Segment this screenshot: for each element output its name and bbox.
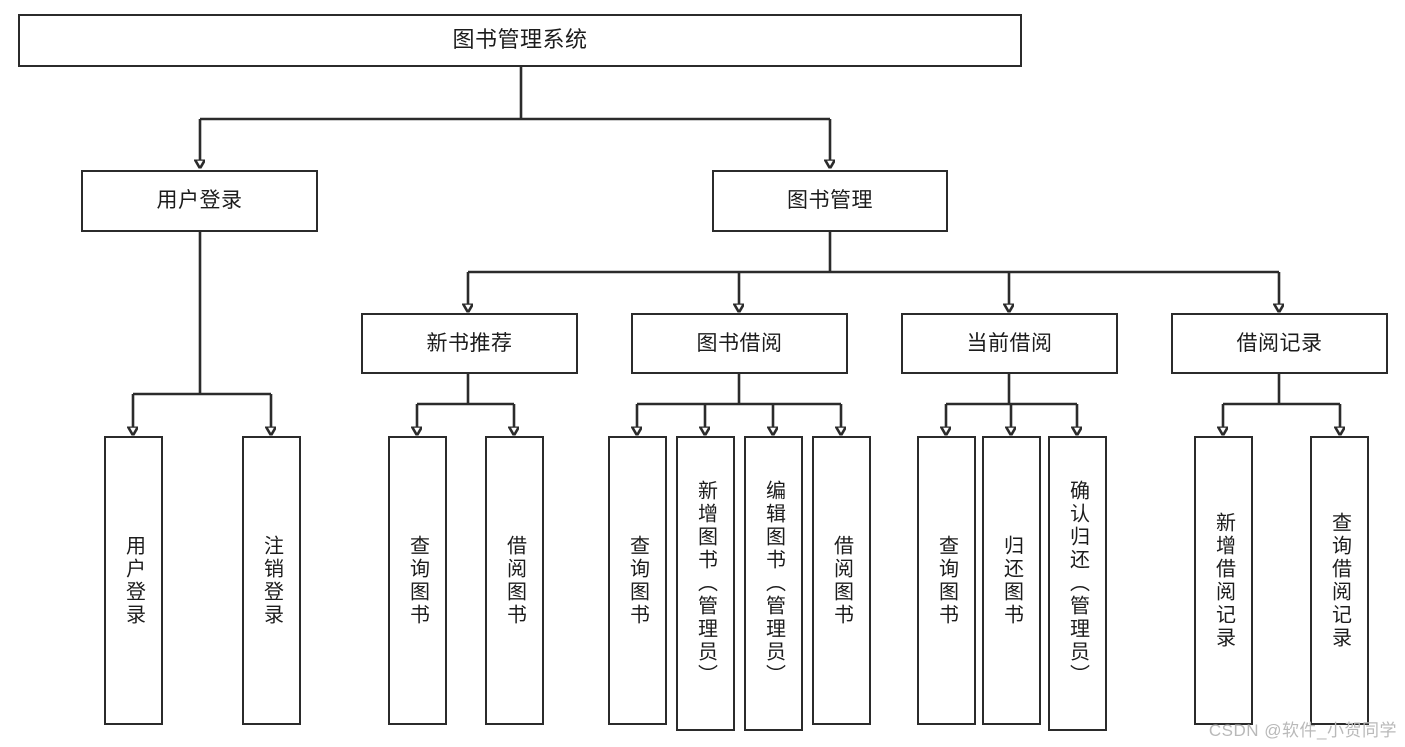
csdn-watermark: CSDN @软件_小贺同学 <box>1208 721 1397 740</box>
leaf-query-book-1[interactable]: 查询图书 <box>388 436 447 725</box>
leaf-query-record[interactable]: 查询借阅记录 <box>1310 436 1369 725</box>
leaf-edit-book[interactable]: 编辑图书（管理员） <box>744 436 803 731</box>
node-label: 查询借阅记录 <box>1328 511 1351 650</box>
node-label: 用户登录 <box>122 534 145 627</box>
leaf-borrow-book-1[interactable]: 借阅图书 <box>485 436 544 725</box>
node-label: 新增图书（管理员） <box>694 480 717 687</box>
leaf-user-login[interactable]: 用户登录 <box>104 436 163 725</box>
node-label: 图书管理 <box>787 189 873 213</box>
node-label: 注销登录 <box>260 534 283 627</box>
node-book-borrow[interactable]: 图书借阅 <box>631 313 848 374</box>
node-label: 查询图书 <box>626 534 649 627</box>
node-root-book-management-system[interactable]: 图书管理系统 <box>18 14 1022 67</box>
node-label: 新书推荐 <box>426 331 513 355</box>
leaf-add-book[interactable]: 新增图书（管理员） <box>676 436 735 731</box>
node-label: 借阅图书 <box>830 534 853 627</box>
node-book-manage[interactable]: 图书管理 <box>712 170 948 232</box>
node-user-login[interactable]: 用户登录 <box>81 170 318 232</box>
node-label: 查询图书 <box>935 534 958 627</box>
leaf-query-book-2[interactable]: 查询图书 <box>608 436 667 725</box>
leaf-add-record[interactable]: 新增借阅记录 <box>1194 436 1253 725</box>
node-label: 当前借阅 <box>966 331 1053 355</box>
node-label: 编辑图书（管理员） <box>762 480 785 687</box>
node-label: 借阅图书 <box>503 534 526 627</box>
node-label: 用户登录 <box>156 189 243 213</box>
leaf-return-book[interactable]: 归还图书 <box>982 436 1041 725</box>
leaf-user-logout[interactable]: 注销登录 <box>242 436 301 725</box>
node-borrow-record[interactable]: 借阅记录 <box>1171 313 1388 374</box>
node-label: 图书借阅 <box>696 331 783 355</box>
node-label: 新增借阅记录 <box>1212 511 1235 650</box>
node-current-borrow[interactable]: 当前借阅 <box>901 313 1118 374</box>
node-new-book-recommend[interactable]: 新书推荐 <box>361 313 578 374</box>
leaf-confirm-return[interactable]: 确认归还（管理员） <box>1048 436 1107 731</box>
node-label: 图书管理系统 <box>452 27 588 53</box>
node-label: 借阅记录 <box>1236 331 1323 355</box>
leaf-query-book-3[interactable]: 查询图书 <box>917 436 976 725</box>
leaf-borrow-book-2[interactable]: 借阅图书 <box>812 436 871 725</box>
node-label: 查询图书 <box>406 534 429 627</box>
node-label: 确认归还（管理员） <box>1066 480 1089 687</box>
node-label: 归还图书 <box>1000 534 1023 627</box>
